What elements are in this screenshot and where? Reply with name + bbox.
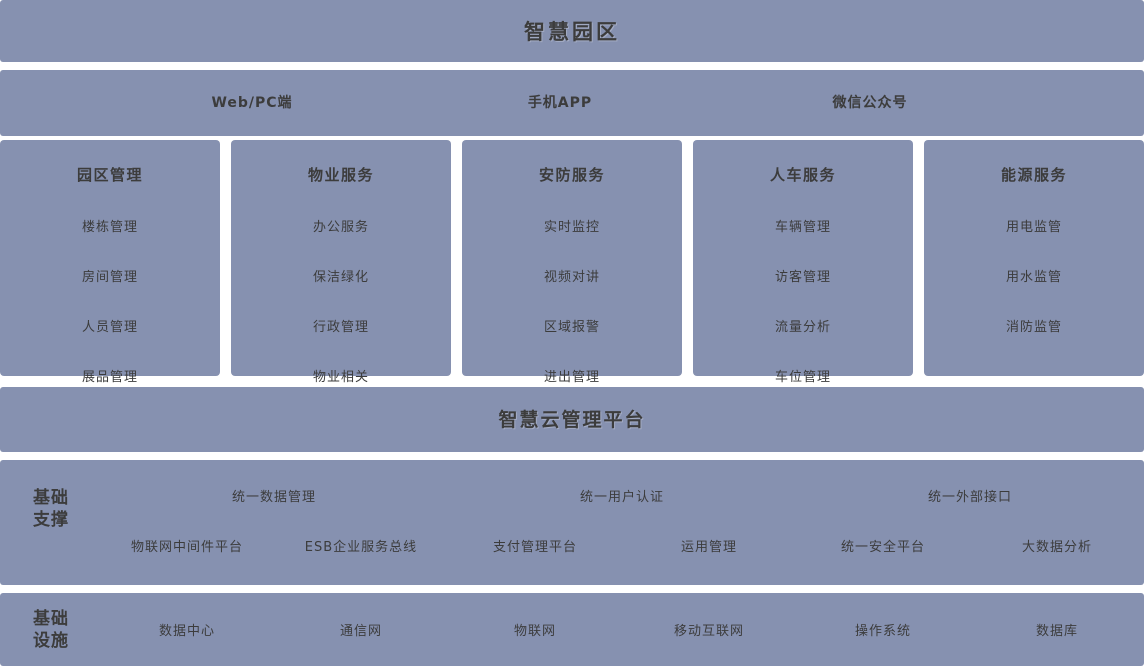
card-item[interactable]: 物业相关 <box>312 370 369 385</box>
infrastructure-label-line2: 设施 <box>33 631 69 651</box>
card-item[interactable]: 流量分析 <box>774 320 831 335</box>
support-item-unified-data-management[interactable]: 统一数据管理 <box>231 490 316 505</box>
infrastructure-label-line1: 基础 <box>33 609 69 629</box>
card-item[interactable]: 办公服务 <box>312 220 369 235</box>
card-item[interactable]: 区域报警 <box>543 320 600 335</box>
card-title: 人车服务 <box>769 166 836 184</box>
support-item-iot-middleware-platform[interactable]: 物联网中间件平台 <box>130 540 243 555</box>
infrastructure-items-row: 数据中心 通信网 物联网 移动互联网 操作系统 数据库 <box>100 620 1144 639</box>
foundation-support-label-line1: 基础 <box>33 488 69 508</box>
foundation-support-label-line2: 支撑 <box>33 510 69 530</box>
title-band: 智慧园区 <box>0 0 1144 62</box>
card-item[interactable]: 楼栋管理 <box>81 220 138 235</box>
card-item-list: 办公服务 保洁绿化 行政管理 物业相关 <box>231 216 451 385</box>
card-title: 园区管理 <box>76 166 143 184</box>
card-item[interactable]: 视频对讲 <box>543 270 600 285</box>
service-card-security-service[interactable]: 安防服务 实时监控 视频对讲 区域报警 进出管理 <box>462 140 682 385</box>
service-card-people-vehicle-service[interactable]: 人车服务 车辆管理 访客管理 流量分析 车位管理 <box>693 140 913 385</box>
card-item-list: 用电监管 用水监管 消防监管 <box>924 216 1144 335</box>
card-item[interactable]: 访客管理 <box>774 270 831 285</box>
page-title: 智慧园区 <box>524 20 620 44</box>
foundation-support-band <box>0 460 1144 585</box>
card-item[interactable]: 人员管理 <box>81 320 138 335</box>
card-item[interactable]: 实时监控 <box>543 220 600 235</box>
channel-mobile-app[interactable]: 手机APP <box>527 95 593 111</box>
access-channel-band: Web/PC端 手机APP 微信公众号 <box>0 70 1144 136</box>
support-item-payment-management-platform[interactable]: 支付管理平台 <box>492 540 577 555</box>
card-item[interactable]: 车位管理 <box>774 370 831 385</box>
card-item[interactable]: 车辆管理 <box>774 220 831 235</box>
support-item-big-data-analysis[interactable]: 大数据分析 <box>1021 540 1092 555</box>
service-card-property-service[interactable]: 物业服务 办公服务 保洁绿化 行政管理 物业相关 <box>231 140 451 385</box>
card-item[interactable]: 展品管理 <box>81 370 138 385</box>
infrastructure-item-operating-system[interactable]: 操作系统 <box>854 624 911 639</box>
foundation-support-bottom-row: 物联网中间件平台 ESB企业服务总线 支付管理平台 运用管理 统一安全平台 大数… <box>100 536 1144 555</box>
support-item-application-management[interactable]: 运用管理 <box>680 540 737 555</box>
foundation-support-label: 基础 支撑 <box>33 487 91 531</box>
card-item[interactable]: 房间管理 <box>81 270 138 285</box>
infrastructure-item-database[interactable]: 数据库 <box>1035 624 1078 639</box>
card-title: 安防服务 <box>538 166 605 184</box>
support-item-esb-service-bus[interactable]: ESB企业服务总线 <box>304 540 418 555</box>
infrastructure-label: 基础 设施 <box>33 608 91 652</box>
infrastructure-item-mobile-internet[interactable]: 移动互联网 <box>673 624 744 639</box>
cloud-platform-title: 智慧云管理平台 <box>498 409 646 431</box>
infrastructure-item-iot[interactable]: 物联网 <box>513 624 556 639</box>
card-title: 能源服务 <box>1000 166 1067 184</box>
card-item[interactable]: 行政管理 <box>312 320 369 335</box>
foundation-support-top-row: 统一数据管理 统一用户认证 统一外部接口 <box>100 486 1144 505</box>
infrastructure-item-data-center[interactable]: 数据中心 <box>158 624 215 639</box>
card-item[interactable]: 保洁绿化 <box>312 270 369 285</box>
support-item-unified-security-platform[interactable]: 统一安全平台 <box>840 540 925 555</box>
service-card-park-management[interactable]: 园区管理 楼栋管理 房间管理 人员管理 展品管理 <box>0 140 220 385</box>
card-item-list: 楼栋管理 房间管理 人员管理 展品管理 <box>0 216 220 385</box>
card-title: 物业服务 <box>307 166 374 184</box>
service-card-energy-service[interactable]: 能源服务 用电监管 用水监管 消防监管 <box>924 140 1144 376</box>
cloud-platform-band: 智慧云管理平台 <box>0 387 1144 452</box>
support-item-unified-user-auth[interactable]: 统一用户认证 <box>579 490 664 505</box>
card-item[interactable]: 进出管理 <box>543 370 600 385</box>
infrastructure-item-communication-network[interactable]: 通信网 <box>339 624 382 639</box>
infrastructure-band <box>0 593 1144 666</box>
card-item[interactable]: 用电监管 <box>1005 220 1062 235</box>
support-item-unified-external-interface[interactable]: 统一外部接口 <box>927 490 1012 505</box>
card-item-list: 车辆管理 访客管理 流量分析 车位管理 <box>693 216 913 385</box>
card-item-list: 实时监控 视频对讲 区域报警 进出管理 <box>462 216 682 385</box>
channel-wechat-official[interactable]: 微信公众号 <box>832 95 908 111</box>
card-item[interactable]: 消防监管 <box>1005 320 1062 335</box>
service-cards-row: 园区管理 楼栋管理 房间管理 人员管理 展品管理 物业服务 办公服务 保洁绿化 … <box>0 140 1144 385</box>
channel-web-pc[interactable]: Web/PC端 <box>211 95 293 111</box>
card-item[interactable]: 用水监管 <box>1005 270 1062 285</box>
